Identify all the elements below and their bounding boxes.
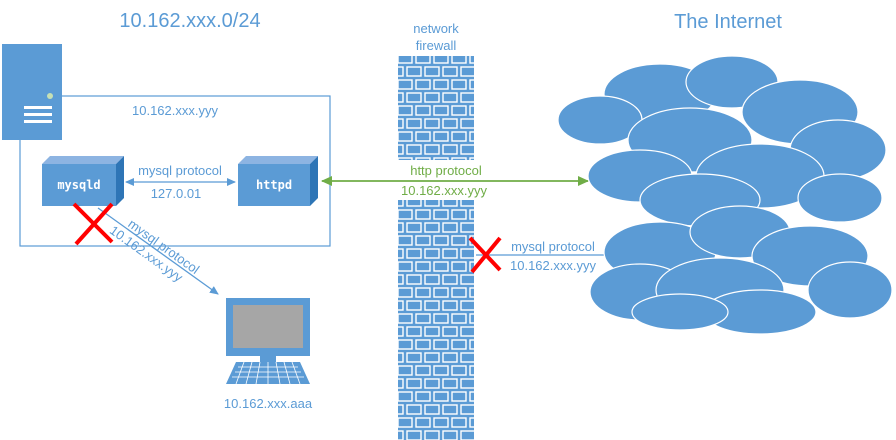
- mysqld-label: mysqld: [57, 178, 100, 192]
- internet-link-address: 10.162.xxx.yyy: [510, 258, 596, 273]
- internet-title: The Internet: [674, 11, 782, 33]
- blocked-x-mark-local: [72, 202, 114, 246]
- internet-cloud-icon: [557, 55, 893, 335]
- firewall-label-line1: network: [413, 21, 459, 36]
- firewall-label-line2: firewall: [416, 38, 457, 53]
- firewall-wall-lower: [398, 200, 474, 440]
- httpd-service-box: [238, 156, 318, 206]
- firewall-wall-upper: [398, 56, 474, 160]
- mysqld-service-box: [42, 156, 124, 206]
- http-link-address: 10.162.xxx.yyy: [401, 183, 487, 198]
- client-ip-label: 10.162.xxx.aaa: [224, 396, 313, 411]
- server-boundary: [19, 95, 331, 247]
- server-icon: [2, 44, 62, 140]
- blocked-x-mark-firewall: [468, 236, 502, 274]
- httpd-label: httpd: [256, 178, 292, 192]
- local-link-address: 127.0.01: [151, 186, 202, 201]
- client-mysql-arrow: [97, 207, 219, 295]
- internet-link-protocol: mysql protocol: [511, 239, 595, 254]
- http-link-protocol: http protocol: [410, 163, 482, 178]
- client-computer-icon: [226, 298, 310, 385]
- local-link-protocol: mysql protocol: [138, 163, 222, 178]
- server-ip-label: 10.162.xxx.yyy: [132, 103, 218, 118]
- network-title: 10.162.xxx.0/24: [119, 10, 260, 32]
